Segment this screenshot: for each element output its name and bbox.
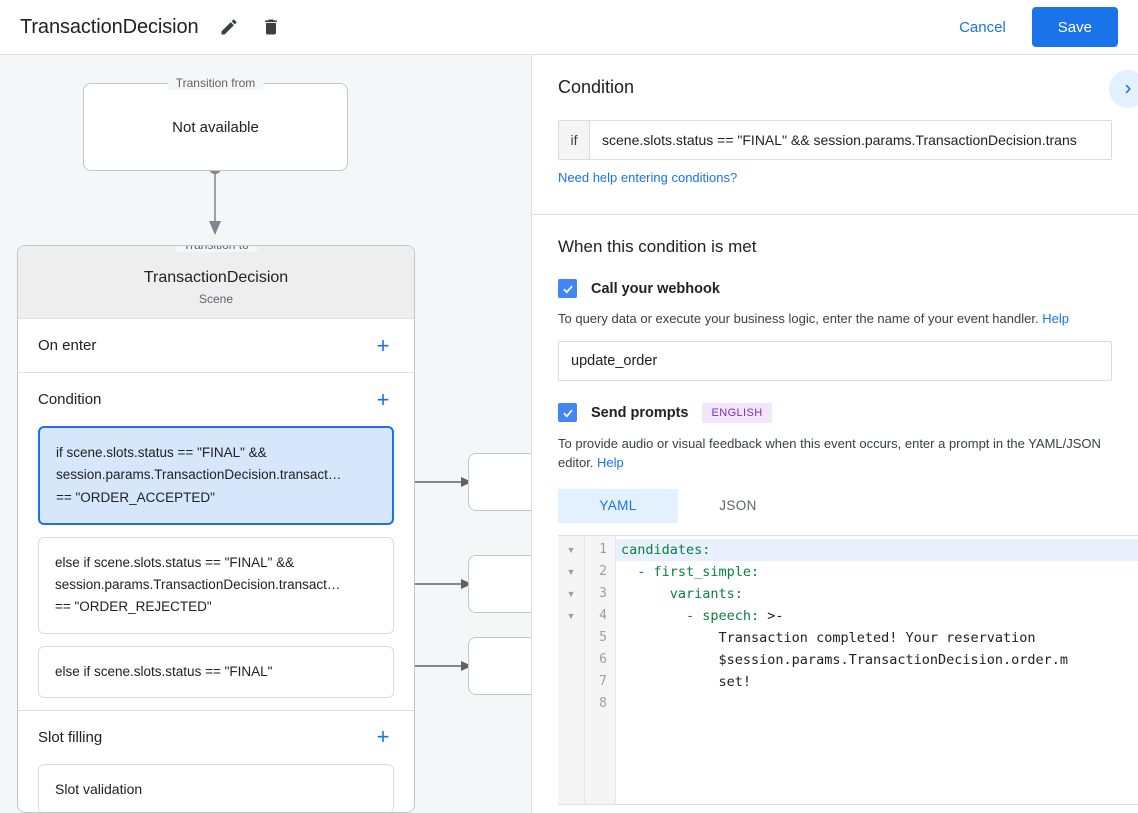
condition-card-2[interactable]: else if scene.slots.status == "FINAL" [38,645,394,698]
trash-icon[interactable] [259,15,283,39]
fold-toggle[interactable]: ▼ [566,544,576,555]
prompts-description: To provide audio or visual feedback when… [558,434,1112,473]
section-slot-filling[interactable]: Slot filling + [18,711,414,764]
panel-title: Condition [558,77,635,97]
page-title: TransactionDecision [20,15,199,38]
condition-input[interactable] [590,121,1111,159]
section-condition[interactable]: Condition + [18,373,414,426]
line-number: 4 [599,607,607,623]
code-line: candidates: [616,538,1138,561]
webhook-checkbox-row[interactable]: Call your webhook [558,279,1112,298]
code-line [616,693,1138,715]
condition-line: else if scene.slots.status == "FINAL" [55,663,273,679]
line-number-gutter: 1 2 3 4 5 6 7 8 [585,535,616,804]
section-on-enter[interactable]: On enter + [18,319,414,372]
slot-validation-card[interactable]: Slot validation [38,763,394,812]
condition-line: session.params.TransactionDecision.trans… [55,577,341,593]
panel-header: Condition if Need help entering conditio… [532,55,1138,215]
prompts-checkbox-label: Send prompts [591,404,689,421]
code-key: - first_simple: [621,563,760,580]
code-line: Transaction completed! Your reservation [616,627,1138,649]
tab-yaml[interactable]: YAML [558,488,678,523]
chevron-right-icon[interactable] [1109,70,1138,108]
condition-line: == "ORDER_REJECTED" [55,599,212,615]
section-on-enter-label: On enter [38,337,97,354]
target-node-1[interactable] [468,555,531,613]
line-number: 5 [599,629,607,645]
prompts-checkbox[interactable] [558,403,577,422]
when-condition-met-title: When this condition is met [558,237,757,256]
code-key: candidates: [621,541,711,558]
add-on-enter-button[interactable]: + [376,332,390,358]
editor-format-tabs: YAML JSON [558,488,1112,523]
tab-json[interactable]: JSON [719,498,757,513]
webhook-description: To query data or execute your business l… [558,309,1112,329]
divider [18,709,414,711]
prompts-checkbox-row[interactable]: Send prompts ENGLISH [558,402,1112,423]
target-node-2[interactable] [468,637,531,695]
code-line: variants: [616,583,1138,605]
line-number: 2 [599,563,607,579]
cancel-button[interactable]: Cancel [947,11,1018,44]
code-rest: Transaction completed! Your reservation [621,629,1036,646]
code-key: - speech: [621,607,760,624]
condition-line: == "ORDER_ACCEPTED" [56,489,215,505]
transition-from-value: Not available [172,118,259,136]
condition-if-prefix: if [559,121,590,159]
condition-input-wrapper[interactable]: if [558,120,1112,160]
flow-canvas[interactable]: Transition from Not available Transition… [0,55,531,813]
code-rest: >- [759,607,784,624]
condition-card-1[interactable]: else if scene.slots.status == "FINAL" &&… [38,536,394,634]
line-number: 1 [599,541,607,557]
event-handler-input[interactable] [558,340,1112,381]
condition-line: session.params.TransactionDecision.trans… [56,467,342,483]
line-number: 6 [599,651,607,667]
code-rest: set! [621,673,752,690]
section-slot-filling-label: Slot filling [38,728,103,746]
save-button[interactable]: Save [1031,7,1118,47]
line-number: 3 [599,585,607,601]
transition-from-legend: Transition from [167,76,264,90]
webhook-description-text: To query data or execute your business l… [558,311,1039,326]
code-area[interactable]: candidates: - first_simple: variants: - … [616,535,1138,804]
condition-card-0[interactable]: if scene.slots.status == "FINAL" && sess… [38,426,394,525]
scene-name: TransactionDecision [143,269,289,286]
code-line: $session.params.TransactionDecision.orde… [616,649,1138,671]
transition-from-box[interactable]: Transition from Not available [83,76,348,171]
add-slot-filling-button[interactable]: + [376,724,390,750]
line-number: 7 [599,673,607,689]
code-line: set! [616,671,1138,693]
language-badge: ENGLISH [702,402,772,423]
fold-toggle[interactable]: ▼ [566,588,576,599]
code-key: variants: [621,585,743,602]
add-condition-button[interactable]: + [376,386,390,412]
code-line: - first_simple: [616,561,1138,583]
transition-to-legend: Transition to [175,246,257,252]
prompts-description-text: To provide audio or visual feedback when… [558,435,1101,471]
top-bar: TransactionDecision Cancel Save [0,0,1138,55]
code-rest: $session.params.TransactionDecision.orde… [621,651,1069,668]
prompts-help-link[interactable]: Help [597,455,624,470]
panel-body: When this condition is met Call your web… [532,215,1138,523]
webhook-checkbox[interactable] [558,279,577,298]
transition-to-box: Transition to TransactionDecision Scene … [17,245,415,813]
fold-toggle[interactable]: ▼ [566,566,576,577]
fold-gutter: ▼ ▼ ▼ ▼ [558,535,585,804]
webhook-help-link[interactable]: Help [1042,311,1069,326]
condition-line: else if scene.slots.status == "FINAL" && [55,554,295,570]
yaml-editor[interactable]: ▼ ▼ ▼ ▼ 1 2 3 4 5 6 7 8 candidates: - fi… [558,534,1138,805]
section-condition-label: Condition [38,391,102,408]
condition-help-link[interactable]: Need help entering conditions? [558,170,738,185]
line-number: 8 [599,695,607,711]
condition-line: if scene.slots.status == "FINAL" && [56,445,267,460]
detail-panel: Condition if Need help entering conditio… [531,55,1138,813]
scene-header: TransactionDecision Scene [18,246,414,319]
divider [18,372,414,373]
pencil-icon[interactable] [217,15,241,39]
code-line: - speech: >- [616,605,1138,627]
target-node-0[interactable] [468,453,531,511]
fold-toggle[interactable]: ▼ [566,610,576,621]
webhook-checkbox-label: Call your webhook [591,280,720,297]
scene-type: Scene [198,292,234,306]
